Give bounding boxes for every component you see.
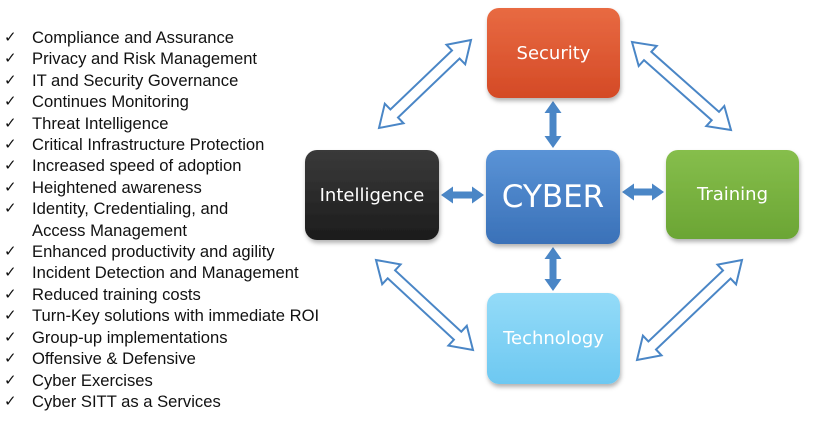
checklist-item: ✓ Critical Infrastructure Protection [4, 134, 384, 155]
checklist-item-label: Cyber Exercises [32, 370, 153, 390]
checkmark-icon: ✓ [4, 328, 17, 346]
checklist-item: ✓ Group-up implementations [4, 327, 384, 348]
center-box [486, 150, 620, 244]
checklist-item: ✓ Cyber Exercises [4, 370, 384, 391]
checklist-item-label: Turn-Key solutions with immediate ROI [32, 306, 320, 326]
checkmark-icon: ✓ [4, 350, 17, 368]
checklist-item-label: Compliance and Assurance [32, 28, 235, 47]
checkmark-icon: ✓ [4, 264, 17, 282]
technology-box [487, 293, 620, 384]
checkmark-icon: ✓ [4, 157, 17, 175]
checkmark-icon: ✓ [4, 200, 17, 218]
arrow-center-intelligence [441, 186, 484, 204]
checkmark-icon: ✓ [4, 29, 17, 46]
checkmark-icon: ✓ [4, 93, 17, 111]
checkmark-icon: ✓ [4, 307, 17, 325]
checklist-item-label: Threat Intelligence [32, 113, 169, 133]
security-box [487, 8, 620, 98]
checklist-item-label: Cyber SITT as a Services [32, 391, 221, 411]
checklist-item-label: Offensive & Defensive [32, 349, 196, 369]
arrow-center-security [544, 101, 562, 148]
checklist-item: ✓ Compliance and Assurance [4, 27, 384, 48]
checklist-item-label: Heightened awareness [32, 177, 202, 197]
checklist-item: ✓ IT and Security Governance [4, 70, 384, 91]
arrow-security-intelligence [377, 38, 473, 130]
checklist-item-label: Reduced training costs [32, 284, 201, 304]
checkmark-icon: ✓ [4, 243, 17, 261]
intelligence-box [305, 150, 439, 240]
checklist-item: ✓ Increased speed of adoption [4, 155, 384, 176]
checklist-item: ✓ Offensive & Defensive [4, 348, 384, 369]
checklist-item-label: IT and Security Governance [32, 70, 239, 90]
benefits-checklist: ✓ Compliance and Assurance ✓ Privacy and Ri… [4, 27, 384, 412]
checklist-item-label: Increased speed of adoption [32, 156, 242, 176]
checkmark-icon: ✓ [4, 136, 17, 154]
checklist-item-label: Identity, Credentialing, and Access Mana… [32, 199, 229, 240]
checklist-item: ✓ Threat Intelligence [4, 113, 384, 134]
checklist-item-label: Enhanced productivity and agility [32, 242, 275, 262]
checkmark-icon: ✓ [4, 50, 17, 68]
checklist-item-label: Continues Monitoring [32, 92, 189, 112]
arrow-center-technology [544, 247, 562, 291]
arrow-intelligence-technology [374, 258, 475, 352]
checkmark-icon: ✓ [4, 178, 17, 196]
arrow-training-technology [635, 258, 744, 362]
checklist-item: ✓ Privacy and Risk Management [4, 48, 384, 69]
checklist-item-label: Group-up implementations [32, 327, 228, 347]
checkmark-icon: ✓ [4, 392, 17, 410]
checklist-item: ✓ Enhanced productivity and agility [4, 241, 384, 262]
checkmark-icon: ✓ [4, 371, 17, 389]
checklist-item-label: Privacy and Risk Management [32, 49, 258, 69]
arrow-security-training [630, 40, 733, 132]
checkmark-icon: ✓ [4, 285, 17, 303]
checklist-item-label: Incident Detection and Management [32, 263, 299, 283]
checklist-item: ✓ Identity, Credentialing, and Access Man… [4, 198, 384, 241]
checkmark-icon: ✓ [4, 114, 17, 132]
checklist-item: ✓ Turn-Key solutions with immediate ROI [4, 305, 384, 326]
training-box [666, 150, 799, 239]
checklist-item: ✓ Cyber SITT as a Services [4, 391, 384, 412]
checklist-item: ✓ Heightened awareness [4, 177, 384, 198]
checkmark-icon: ✓ [4, 71, 17, 89]
arrow-center-training [622, 183, 664, 201]
checklist-item: ✓ Reduced training costs [4, 284, 384, 305]
checklist-item-label: Critical Infrastructure Protection [32, 135, 265, 155]
checklist-item: ✓ Incident Detection and Management [4, 262, 384, 283]
checklist-item: ✓ Continues Monitoring [4, 91, 384, 112]
